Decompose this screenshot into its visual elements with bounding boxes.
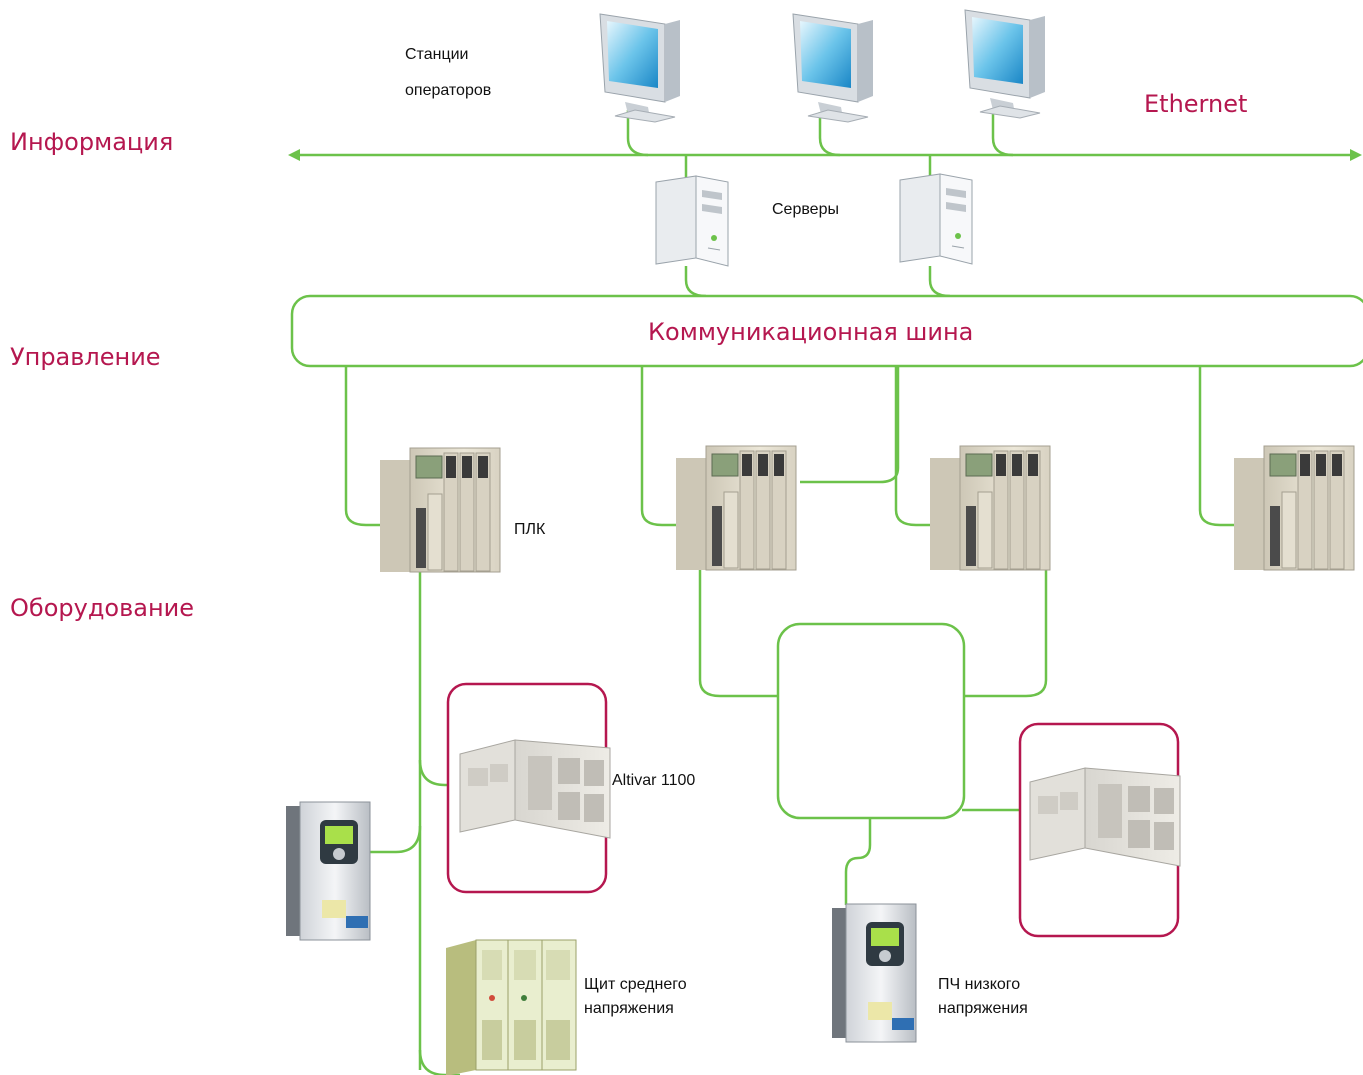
- lv-drive-caption-line2: напряжения: [938, 1000, 1028, 1017]
- connection-lines: [288, 108, 1362, 1075]
- plc-rack-icon: [379, 447, 501, 573]
- altivar-caption: Altivar 1100: [612, 772, 696, 789]
- level-information-label: Информация: [10, 128, 174, 156]
- monitor-icon: [964, 9, 1046, 119]
- mv-panel-caption-line1: Щит среднего: [584, 976, 687, 993]
- mv-panel-caption-line2: напряжения: [584, 1000, 674, 1017]
- operators-caption-line1: Станции: [405, 46, 469, 63]
- altivar-cabinet-icon: [1029, 767, 1181, 867]
- network-switch-box: [776, 622, 966, 820]
- monitor-icon: [599, 13, 681, 123]
- lv-drive-caption-line1: ПЧ низкого: [938, 976, 1021, 993]
- switchgear-icon: [445, 939, 577, 1075]
- plc-rack-icon: [929, 445, 1051, 571]
- ethernet-label: Ethernet: [1144, 90, 1248, 118]
- operators-caption-line2: операторов: [405, 82, 492, 99]
- drive-icon: [831, 903, 917, 1043]
- altivar-cabinet-icon: [459, 739, 611, 839]
- level-equipment-label: Оборудование: [10, 594, 194, 622]
- plc-rack-icon: [675, 445, 797, 571]
- server-tower-icon: [899, 173, 973, 265]
- level-control-label: Управление: [10, 343, 161, 371]
- communication-bus: [290, 294, 1363, 368]
- monitor-icon: [792, 13, 874, 123]
- server-tower-icon: [655, 175, 729, 267]
- drive-icon: [285, 801, 371, 941]
- plc-rack-icon: [1233, 445, 1355, 571]
- plc-caption: ПЛК: [514, 521, 546, 538]
- communication-bus-label: Коммуникационная шина: [648, 318, 974, 346]
- servers-caption: Серверы: [772, 201, 839, 218]
